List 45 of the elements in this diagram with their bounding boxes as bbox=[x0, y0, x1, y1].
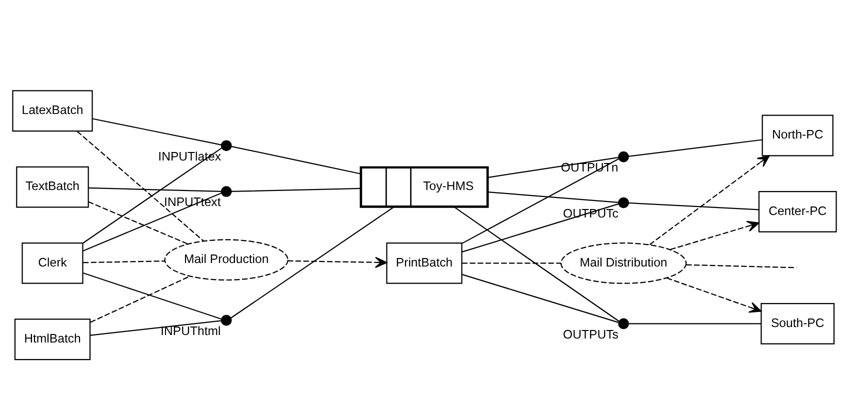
node-circle bbox=[220, 314, 232, 326]
node-box: PrintBatch bbox=[386, 242, 462, 284]
connector bbox=[90, 275, 190, 322]
arrow bbox=[288, 256, 388, 268]
node-circle bbox=[618, 318, 629, 329]
connector bbox=[462, 273, 619, 322]
connector bbox=[488, 191, 619, 202]
connector bbox=[82, 147, 222, 243]
node-circle bbox=[220, 140, 232, 150]
connector bbox=[90, 320, 222, 336]
connector bbox=[686, 264, 796, 268]
node-box: South-PC bbox=[760, 302, 835, 344]
node-box: Clerk bbox=[22, 242, 84, 284]
node-box: LatexBatch bbox=[12, 90, 93, 132]
connector bbox=[462, 202, 619, 252]
connector bbox=[230, 206, 394, 318]
connector bbox=[82, 272, 222, 320]
arrow bbox=[666, 276, 762, 312]
connector bbox=[83, 260, 165, 263]
connector bbox=[628, 322, 762, 324]
connector bbox=[88, 186, 222, 192]
connector bbox=[76, 130, 204, 242]
connector bbox=[628, 202, 759, 210]
arrow bbox=[670, 220, 760, 250]
connector bbox=[92, 118, 222, 145]
node-ellipse: Mail Distribution bbox=[560, 242, 687, 284]
connector bbox=[628, 138, 762, 156]
connector bbox=[462, 262, 561, 264]
node-box: HtmlBatch bbox=[14, 318, 91, 360]
node-label: INPUThtml bbox=[160, 324, 221, 338]
node-box: TextBatch bbox=[16, 166, 89, 208]
connector bbox=[231, 187, 360, 192]
node-label: OUTPUTs bbox=[563, 326, 618, 341]
node-circle bbox=[618, 196, 629, 208]
node-circle bbox=[220, 186, 232, 196]
connector bbox=[231, 145, 360, 174]
node-box: North-PC bbox=[762, 114, 834, 156]
node-circle bbox=[618, 150, 629, 162]
arrow bbox=[649, 154, 770, 245]
connector bbox=[454, 206, 620, 322]
connector bbox=[82, 192, 222, 251]
connector bbox=[88, 200, 188, 244]
node-ellipse: Mail Production bbox=[164, 238, 288, 280]
node-box: Center-PC bbox=[758, 190, 837, 232]
connector bbox=[462, 158, 620, 244]
